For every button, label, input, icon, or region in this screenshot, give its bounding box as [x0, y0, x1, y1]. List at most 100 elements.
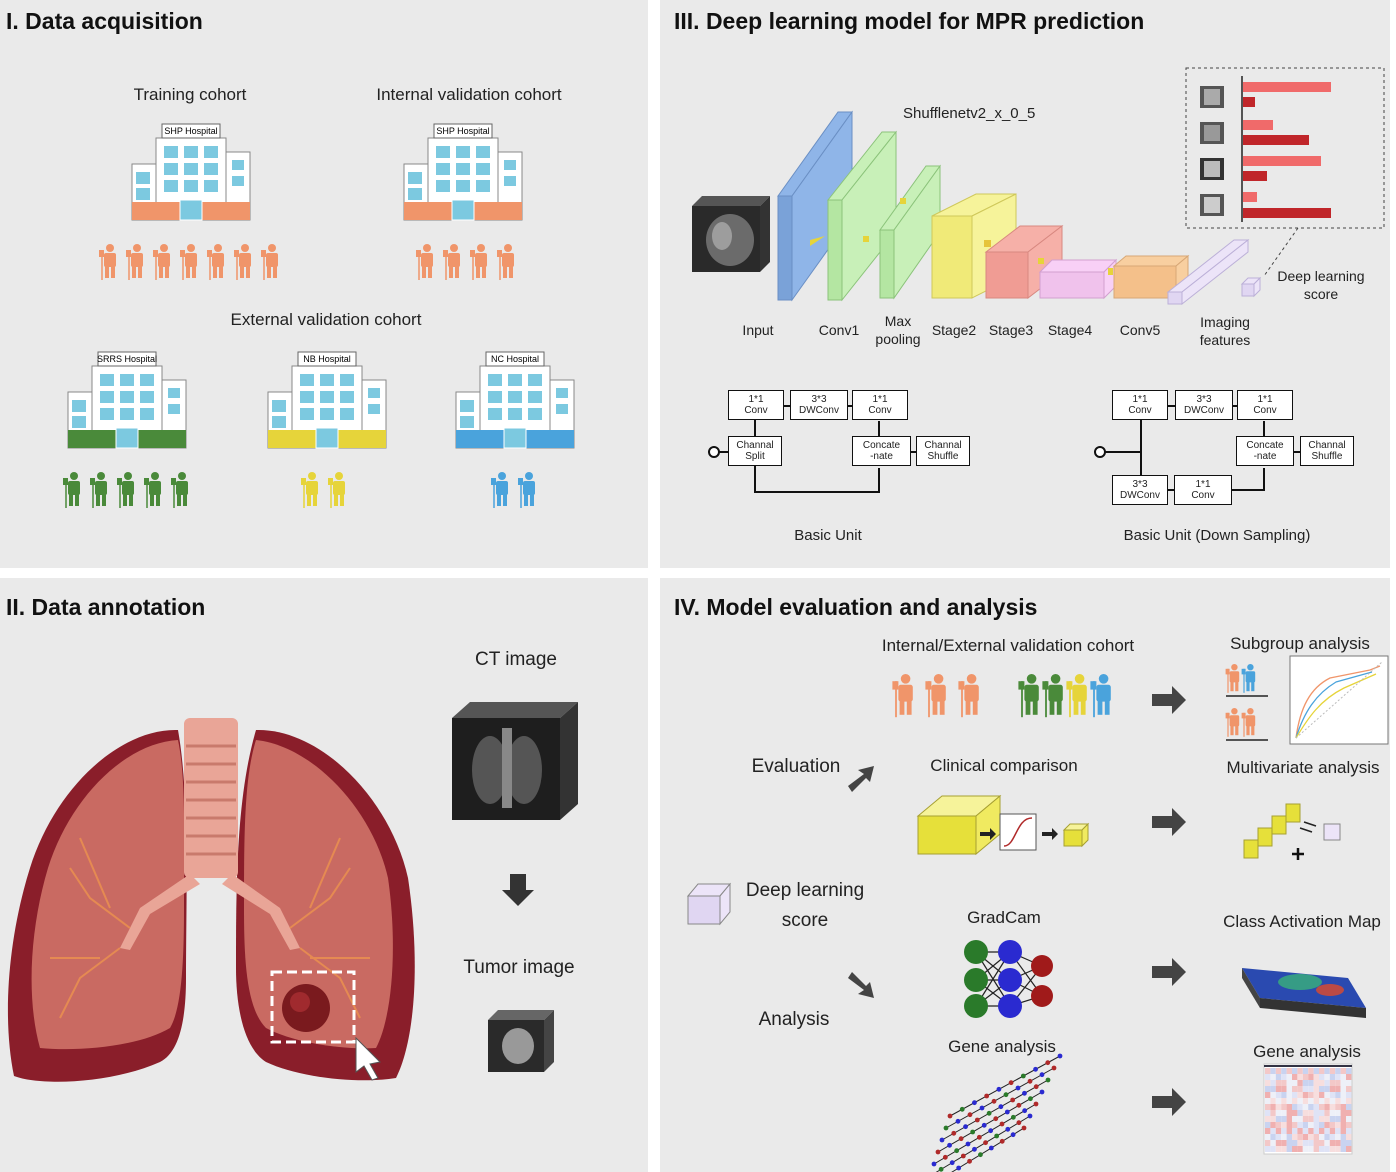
window-icon — [120, 391, 134, 403]
hospital-sign-text: NC Hospital — [491, 354, 539, 364]
block-concatenate: Concate-nate — [852, 436, 911, 466]
hospital-sign-text: SRRS Hospital — [97, 354, 157, 364]
hospital-sign-text: SHP Hospital — [164, 126, 217, 136]
down-arrow-icon — [502, 874, 534, 906]
internal-cohort-label: Internal validation cohort — [376, 85, 562, 104]
txt: DWConv — [798, 405, 839, 416]
label-basic-unit-ds: Basic Unit (Down Sampling) — [1123, 527, 1311, 544]
clinical-label: Clinical comparison — [930, 756, 1078, 775]
window-icon — [456, 146, 470, 158]
clinical-score-cube — [1062, 822, 1090, 848]
window-icon — [184, 163, 198, 175]
patient-icon — [234, 244, 251, 280]
txt: Conv — [1253, 405, 1277, 416]
basic-unit-connectors — [708, 405, 1300, 493]
txt: 1*1 — [1195, 479, 1211, 490]
patient-icon — [1241, 708, 1256, 737]
gene-heatmap — [1263, 1063, 1353, 1155]
patient-icon — [171, 472, 188, 508]
sigmoid-box — [999, 813, 1037, 851]
subgroup-roc-chart — [1289, 655, 1389, 745]
label-stage4: Stage4 — [1047, 322, 1093, 338]
patient-icon — [925, 674, 946, 718]
window-icon — [140, 374, 154, 386]
patient-icon — [117, 472, 134, 508]
conv1-block — [777, 110, 853, 302]
patient-icon — [261, 244, 278, 280]
patient-icon — [1066, 674, 1087, 718]
evaluation-label: Evaluation — [751, 756, 841, 777]
hospital-shp-2: SHP Hospital — [403, 123, 523, 221]
window-icon — [436, 163, 450, 175]
tumor-cube-icon — [488, 1010, 554, 1072]
label-basic-unit: Basic Unit — [794, 527, 862, 544]
ivc-label: Internal/External validation cohort — [881, 636, 1135, 655]
window-icon — [456, 163, 470, 175]
input-ct-cube-icon — [692, 196, 770, 272]
patient-icon — [90, 472, 107, 508]
multivariate-cubes — [1243, 803, 1301, 859]
ct-image-label: CT image — [474, 649, 558, 670]
txt: Shuffle — [927, 451, 959, 462]
window-icon — [476, 163, 490, 175]
patients-training — [99, 244, 278, 280]
cursor-icon[interactable] — [355, 1036, 382, 1081]
model-name: Shufflenetv2_x_0_5 — [903, 105, 1036, 122]
txt: 1*1 — [872, 394, 888, 405]
patient-icon — [470, 244, 487, 280]
window-icon — [184, 146, 198, 158]
training-cohort-label: Training cohort — [133, 85, 247, 104]
patient-icon — [1225, 708, 1240, 737]
patient-icon — [63, 472, 80, 508]
txt: Split — [745, 451, 765, 462]
window-icon — [340, 374, 354, 386]
patient-icon — [126, 244, 143, 280]
txt: 1*1 — [1257, 394, 1273, 405]
patient-icon — [1042, 674, 1063, 718]
patient-icon — [153, 244, 170, 280]
patient-icon — [1241, 664, 1256, 693]
window-icon — [164, 163, 178, 175]
panel-model-evaluation: IV. Model evaluation and analysis Intern… — [660, 578, 1390, 1172]
patient-icon — [1018, 674, 1039, 718]
txt: Concate — [862, 440, 901, 451]
panel-deep-learning-model: III. Deep learning model for MPR predict… — [660, 0, 1390, 568]
window-icon — [508, 391, 522, 403]
gene-analysis-label-2: Gene analysis — [1253, 1042, 1361, 1061]
diag-arrow-up-icon — [848, 766, 874, 792]
hospital-sign-text: SHP Hospital — [436, 126, 489, 136]
window-icon — [488, 374, 502, 386]
dls-line1: Deep learning — [745, 880, 865, 901]
lung-illustration — [7, 702, 578, 1082]
clinical-feature-block — [916, 794, 1002, 856]
label-stage3: Stage3 — [988, 322, 1034, 338]
conv1-output-block — [826, 130, 898, 302]
label-maxpool-line1: Max — [884, 313, 912, 329]
hospital-nb: NB Hospital — [267, 351, 387, 449]
window-icon — [476, 180, 490, 192]
hospital-srrs: SRRS Hospital — [67, 351, 187, 449]
window-icon — [204, 180, 218, 192]
txt: Conv — [868, 405, 892, 416]
txt: 3*3 — [811, 394, 827, 405]
patients-internal — [416, 244, 514, 280]
dl-score-cube-icon — [686, 882, 732, 926]
window-icon — [456, 180, 470, 192]
panel-data-annotation: II. Data annotation CT image Tumor image — [0, 578, 648, 1172]
analysis-label: Analysis — [758, 1009, 830, 1030]
window-icon — [120, 374, 134, 386]
window-icon — [340, 408, 354, 420]
gene-analysis-label-1: Gene analysis — [948, 1037, 1056, 1056]
stage4-block — [1038, 258, 1118, 300]
window-icon — [488, 391, 502, 403]
window-icon — [204, 146, 218, 158]
feature-thumbnails — [1200, 86, 1224, 216]
